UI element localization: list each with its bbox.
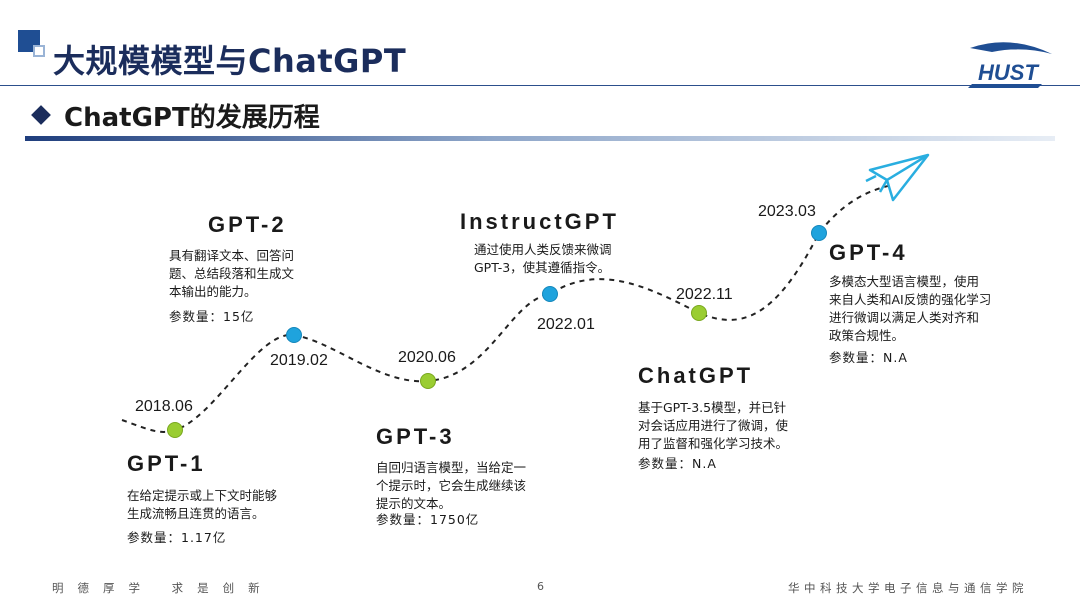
model-desc-gpt2: 具有翻译文本、回答问 题、总结段落和生成文 本输出的能力。 bbox=[169, 247, 339, 301]
footer-motto: 明德厚学 求是创新 bbox=[52, 581, 274, 595]
timeline-dot-gpt1 bbox=[167, 422, 183, 438]
model-desc-instructgpt: 通过使用人类反馈来微调 GPT-3，使其遵循指令。 bbox=[474, 241, 644, 277]
params-gpt2: 参数量：15亿 bbox=[169, 309, 255, 324]
params-gpt1: 参数量：1.17亿 bbox=[127, 530, 227, 545]
timeline-dot-chatgpt bbox=[691, 305, 707, 321]
desc-line: 具有翻译文本、回答问 bbox=[169, 248, 295, 263]
footer-school: 华中科技大学电子信息与通信学院 bbox=[788, 581, 1028, 595]
date-instructgpt: 2022.01 bbox=[537, 316, 595, 333]
date-gpt1: 2018.06 bbox=[135, 398, 193, 415]
desc-line: 个提示时，它会生成继续该 bbox=[376, 478, 527, 493]
paper-plane-icon bbox=[865, 153, 930, 202]
desc-line: 对会话应用进行了微调，使 bbox=[638, 418, 789, 433]
model-name-gpt4: GPT-4 bbox=[829, 240, 908, 265]
timeline-dot-instructgpt bbox=[542, 286, 558, 302]
desc-line: 通过使用人类反馈来微调 bbox=[474, 242, 612, 257]
desc-line: 提示的文本。 bbox=[376, 496, 452, 511]
desc-line: 来自人类和AI反馈的强化学习 bbox=[829, 292, 992, 307]
desc-line: 多模态大型语言模型，使用 bbox=[829, 274, 980, 289]
timeline-dot-gpt3 bbox=[420, 373, 436, 389]
title-divider bbox=[0, 85, 1080, 86]
date-gpt4: 2023.03 bbox=[758, 203, 816, 220]
model-desc-chatgpt: 基于GPT-3.5模型，并已针 对会话应用进行了微调，使 用了监督和强化学习技术… bbox=[638, 399, 828, 453]
desc-line: 题、总结段落和生成文 bbox=[169, 266, 295, 281]
desc-line: 本输出的能力。 bbox=[169, 284, 257, 299]
desc-line: 进行微调以满足人类对齐和 bbox=[829, 310, 980, 325]
model-desc-gpt1: 在给定提示或上下文时能够 生成流畅且连贯的语言。 bbox=[127, 487, 327, 523]
timeline-dot-gpt2 bbox=[286, 327, 302, 343]
logo-text: HUST bbox=[978, 60, 1039, 85]
model-name-instructgpt: InstructGPT bbox=[460, 209, 619, 234]
date-gpt2: 2019.02 bbox=[270, 352, 328, 369]
params-gpt3: 参数量：1750亿 bbox=[376, 512, 480, 527]
desc-line: 在给定提示或上下文时能够 bbox=[127, 488, 278, 503]
page-title: 大规模模型与ChatGPT bbox=[53, 42, 407, 80]
timeline-dot-gpt4 bbox=[811, 225, 827, 241]
model-name-gpt1: GPT-1 bbox=[127, 451, 206, 476]
section-divider bbox=[25, 136, 1055, 141]
params-gpt4: 参数量：N.A bbox=[829, 350, 908, 365]
desc-line: 生成流畅且连贯的语言。 bbox=[127, 506, 265, 521]
desc-line: 政策合规性。 bbox=[829, 328, 905, 343]
date-chatgpt: 2022.11 bbox=[676, 286, 733, 303]
section-heading: ChatGPT的发展历程 bbox=[30, 95, 320, 135]
desc-line: 基于GPT-3.5模型，并已针 bbox=[638, 400, 787, 415]
desc-line: GPT-3，使其遵循指令。 bbox=[474, 260, 611, 275]
model-desc-gpt4: 多模态大型语言模型，使用 来自人类和AI反馈的强化学习 进行微调以满足人类对齐和… bbox=[829, 273, 1029, 345]
desc-line: 用了监督和强化学习技术。 bbox=[638, 436, 789, 451]
desc-line: 自回归语言模型，当给定一 bbox=[376, 460, 527, 475]
university-logo: HUST bbox=[968, 42, 1052, 88]
title-square-light bbox=[33, 45, 45, 57]
timeline-curve bbox=[121, 184, 893, 433]
model-name-chatgpt: ChatGPT bbox=[638, 363, 754, 388]
model-desc-gpt3: 自回归语言模型，当给定一 个提示时，它会生成继续该 提示的文本。 bbox=[376, 459, 566, 513]
model-name-gpt2: GPT-2 bbox=[208, 212, 287, 237]
model-name-gpt3: GPT-3 bbox=[376, 424, 455, 449]
page-number: 6 bbox=[537, 580, 544, 593]
section-title: ChatGPT的发展历程 bbox=[64, 102, 320, 133]
date-gpt3: 2020.06 bbox=[398, 349, 456, 366]
params-chatgpt: 参数量：N.A bbox=[638, 456, 717, 471]
